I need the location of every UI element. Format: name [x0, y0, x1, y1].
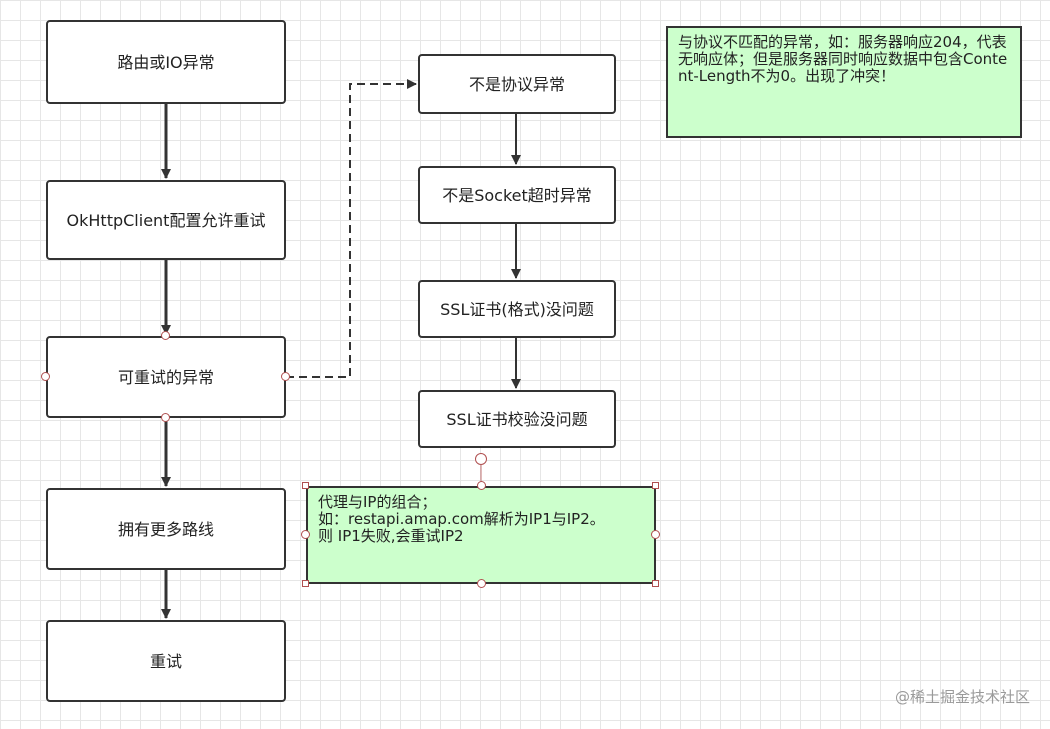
- resize-handle-sw[interactable]: [302, 580, 309, 587]
- note-line-2: 如：restapi.amap.com解析为IP1与IP2。: [318, 510, 605, 528]
- connection-point-bottom[interactable]: [161, 413, 170, 422]
- node-more-routes[interactable]: 拥有更多路线: [46, 488, 286, 570]
- watermark: @稀土掘金技术社区: [894, 688, 1030, 706]
- note-line-1: 代理与IP的组合；: [318, 493, 437, 511]
- node-not-protocol-exception[interactable]: 不是协议异常: [418, 54, 616, 114]
- resize-handle-w[interactable]: [301, 530, 310, 539]
- node-label: SSL证书校验没问题: [446, 409, 588, 429]
- note-protocol-mismatch[interactable]: 与协议不匹配的异常，如：服务器响应204，代表无响应体；但是服务器同时响应数据中…: [666, 26, 1022, 138]
- note-line-3: 则 IP1失败,会重试IP2: [318, 527, 464, 545]
- rotate-handle[interactable]: [475, 453, 487, 465]
- connection-point-right[interactable]: [281, 372, 290, 381]
- connection-point-left[interactable]: [41, 372, 50, 381]
- node-not-socket-timeout[interactable]: 不是Socket超时异常: [418, 166, 616, 224]
- node-ssl-cert-format-ok[interactable]: SSL证书(格式)没问题: [418, 280, 616, 338]
- node-label: 路由或IO异常: [117, 52, 215, 72]
- node-label: 拥有更多路线: [117, 519, 214, 539]
- connection-point-top[interactable]: [161, 331, 170, 340]
- node-label: 重试: [149, 651, 182, 671]
- resize-handle-ne[interactable]: [652, 482, 659, 489]
- node-route-io-exception[interactable]: 路由或IO异常: [46, 20, 286, 104]
- edge-n3-s1-dashed: [286, 79, 417, 378]
- note-proxy-ip[interactable]: 代理与IP的组合； 如：restapi.amap.com解析为IP1与IP2。 …: [306, 486, 656, 584]
- node-retry[interactable]: 重试: [46, 620, 286, 702]
- node-retryable-exception[interactable]: 可重试的异常: [46, 336, 286, 418]
- resize-handle-s[interactable]: [477, 579, 486, 588]
- resize-handle-se[interactable]: [652, 580, 659, 587]
- note-text: 与协议不匹配的异常，如：服务器响应204，代表无响应体；但是服务器同时响应数据中…: [678, 33, 1008, 85]
- node-label: 不是协议异常: [468, 74, 565, 94]
- resize-handle-nw[interactable]: [302, 482, 309, 489]
- node-label: 不是Socket超时异常: [442, 185, 592, 205]
- resize-handle-e[interactable]: [651, 530, 660, 539]
- node-client-retry-config[interactable]: OkHttpClient配置允许重试: [46, 180, 286, 260]
- node-label: SSL证书(格式)没问题: [440, 299, 594, 319]
- resize-handle-n[interactable]: [477, 481, 486, 490]
- node-label: OkHttpClient配置允许重试: [66, 210, 266, 230]
- node-label: 可重试的异常: [117, 367, 214, 387]
- node-ssl-cert-verify-ok[interactable]: SSL证书校验没问题: [418, 390, 616, 448]
